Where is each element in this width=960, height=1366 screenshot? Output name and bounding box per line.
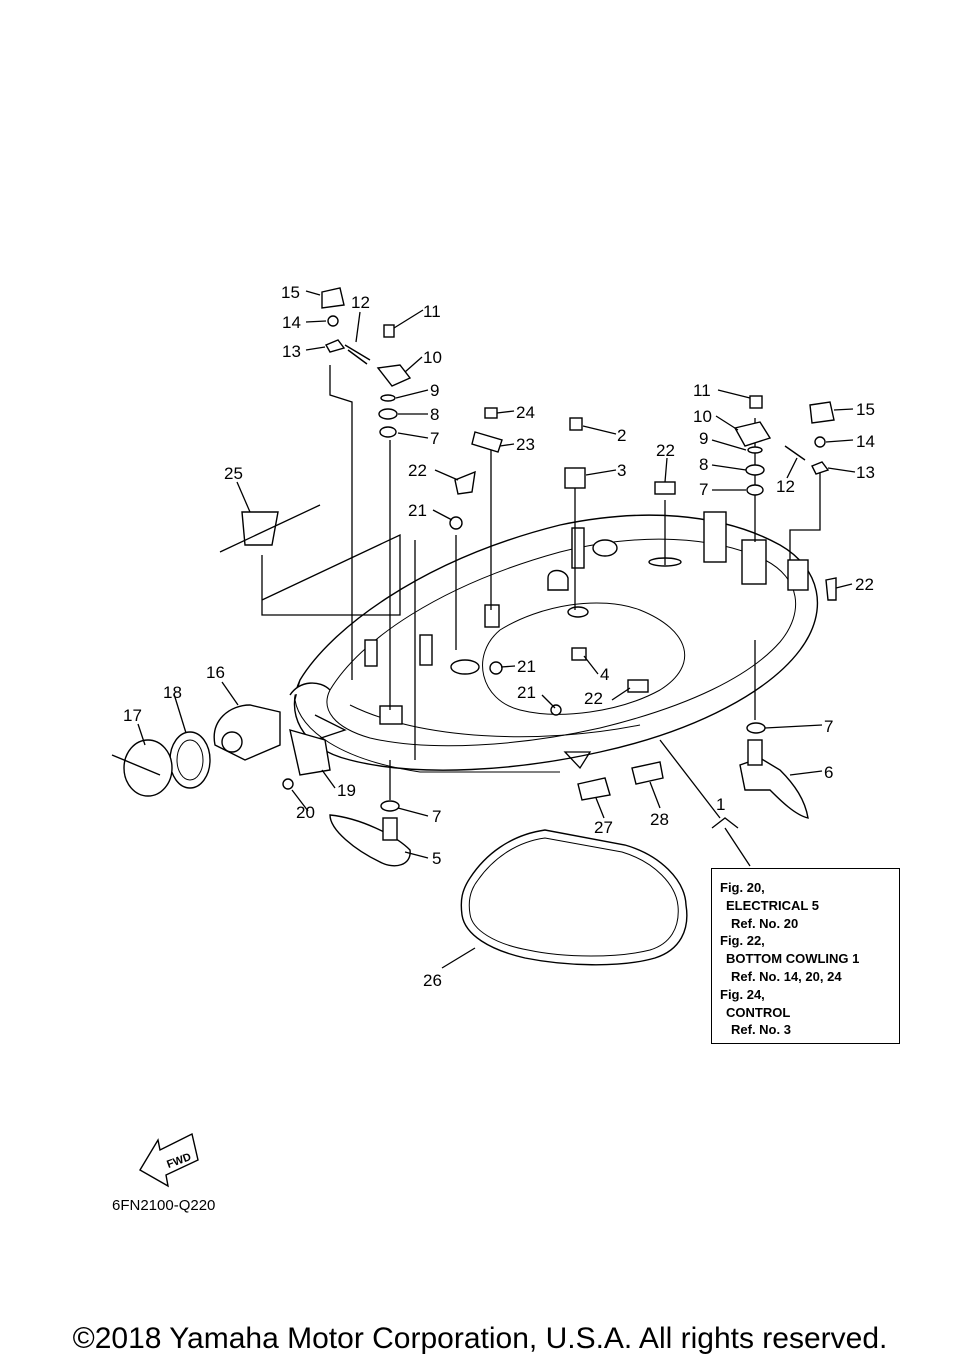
callout-24: 24 [516,403,535,422]
ref-line: ELECTRICAL 5 [726,897,819,913]
callout-9: 9 [430,381,439,400]
callout-11: 11 [423,302,441,321]
drawing-code: 6FN2100-Q220 [112,1197,216,1214]
reference-box: Fig. 20, ELECTRICAL 5 Ref. No. 20 Fig. 2… [711,868,900,1044]
callout-4: 4 [600,665,609,684]
callout-12: 12 [776,477,795,496]
callout-23: 23 [516,435,535,454]
ref-line: BOTTOM COWLING 1 [726,951,860,967]
callout-22: 22 [584,689,603,708]
callout-15: 15 [281,283,300,302]
callout-2: 2 [617,426,626,445]
copyright-notice: ©2018 Yamaha Motor Corporation, U.S.A. A… [72,1322,888,1355]
bottom-parts [329,722,809,867]
callout-7: 7 [430,429,439,448]
callout-28: 28 [650,810,669,829]
callout-leaders [137,290,856,969]
callout-1: 1 [716,795,725,814]
left-fastener-stack [321,287,412,438]
callout-21: 21 [408,501,427,520]
callout-15: 15 [856,400,875,419]
right-fastener-stack [733,395,835,496]
callout-22: 22 [855,575,874,594]
callout-9: 9 [699,429,708,448]
callout-5: 5 [432,849,441,868]
callout-11: 11 [693,381,711,400]
callout-27: 27 [594,818,613,837]
gasket-and-decals [460,761,688,966]
leader-lines [261,365,821,867]
callout-14: 14 [856,432,875,451]
callout-17: 17 [123,706,142,725]
ref-line: Ref. No. 3 [731,1022,791,1038]
callout-10: 10 [693,407,712,426]
callout-numbers: 15 14 13 12 11 10 9 8 7 25 24 23 22 21 2… [123,283,875,990]
callout-22: 22 [408,461,427,480]
callout-26: 26 [423,971,442,990]
callout-12: 12 [351,293,370,312]
callout-16: 16 [206,663,225,682]
callout-22: 22 [656,441,675,460]
ref-line: Fig. 22, [720,933,765,949]
fwd-arrow: FWD [139,1132,199,1188]
callout-6: 6 [824,763,833,782]
callout-8: 8 [430,405,439,424]
callout-13: 13 [856,463,875,482]
callout-14: 14 [282,313,301,332]
callout-13: 13 [282,342,301,361]
callout-7: 7 [699,480,708,499]
callout-21: 21 [517,683,536,702]
callout-25: 25 [224,464,243,483]
callout-8: 8 [699,455,708,474]
ref-line: Fig. 20, [720,880,765,895]
callout-7: 7 [824,717,833,736]
callout-18: 18 [163,683,182,702]
bottom-cowling [293,511,819,773]
callout-20: 20 [296,803,315,822]
callout-10: 10 [423,348,442,367]
ref-line: Fig. 24, [720,986,765,1002]
callout-19: 19 [337,781,356,800]
callout-21: 21 [517,657,536,676]
side-components [111,682,331,797]
callout-7: 7 [432,807,441,826]
ref-line: Ref. No. 14, 20, 24 [731,968,842,984]
callout-3: 3 [617,461,626,480]
ref-line: CONTROL [726,1004,791,1020]
ref-line: Ref. No. 20 [731,915,799,931]
